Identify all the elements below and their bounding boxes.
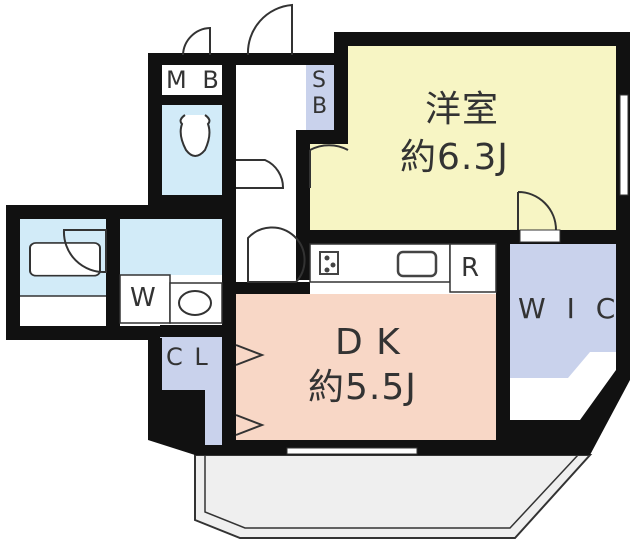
walk-in-closet <box>510 244 616 378</box>
cl-label: C L <box>166 343 210 371</box>
washroom <box>120 219 222 275</box>
dk-area: 約5.5J <box>308 367 417 408</box>
kitchen-counter <box>309 243 497 293</box>
western-room-label: 洋室 <box>425 89 500 130</box>
balcony <box>194 454 593 539</box>
wic-label: W I C <box>518 292 622 325</box>
western-room-area: 約6.3J <box>400 137 509 178</box>
doors <box>62 3 557 436</box>
mb-label: M B <box>166 66 223 94</box>
sb-label: S B <box>312 68 332 120</box>
meter-box <box>162 65 222 95</box>
shoe-box <box>306 65 334 130</box>
washer-label: W <box>130 283 162 313</box>
refrigerator-label: R <box>461 253 486 283</box>
western-room <box>348 46 616 230</box>
dk-label: D K <box>335 322 401 363</box>
closet <box>162 337 222 445</box>
dining-kitchen <box>236 294 496 440</box>
windows <box>286 94 629 455</box>
sb-label-text: S B <box>312 68 328 119</box>
